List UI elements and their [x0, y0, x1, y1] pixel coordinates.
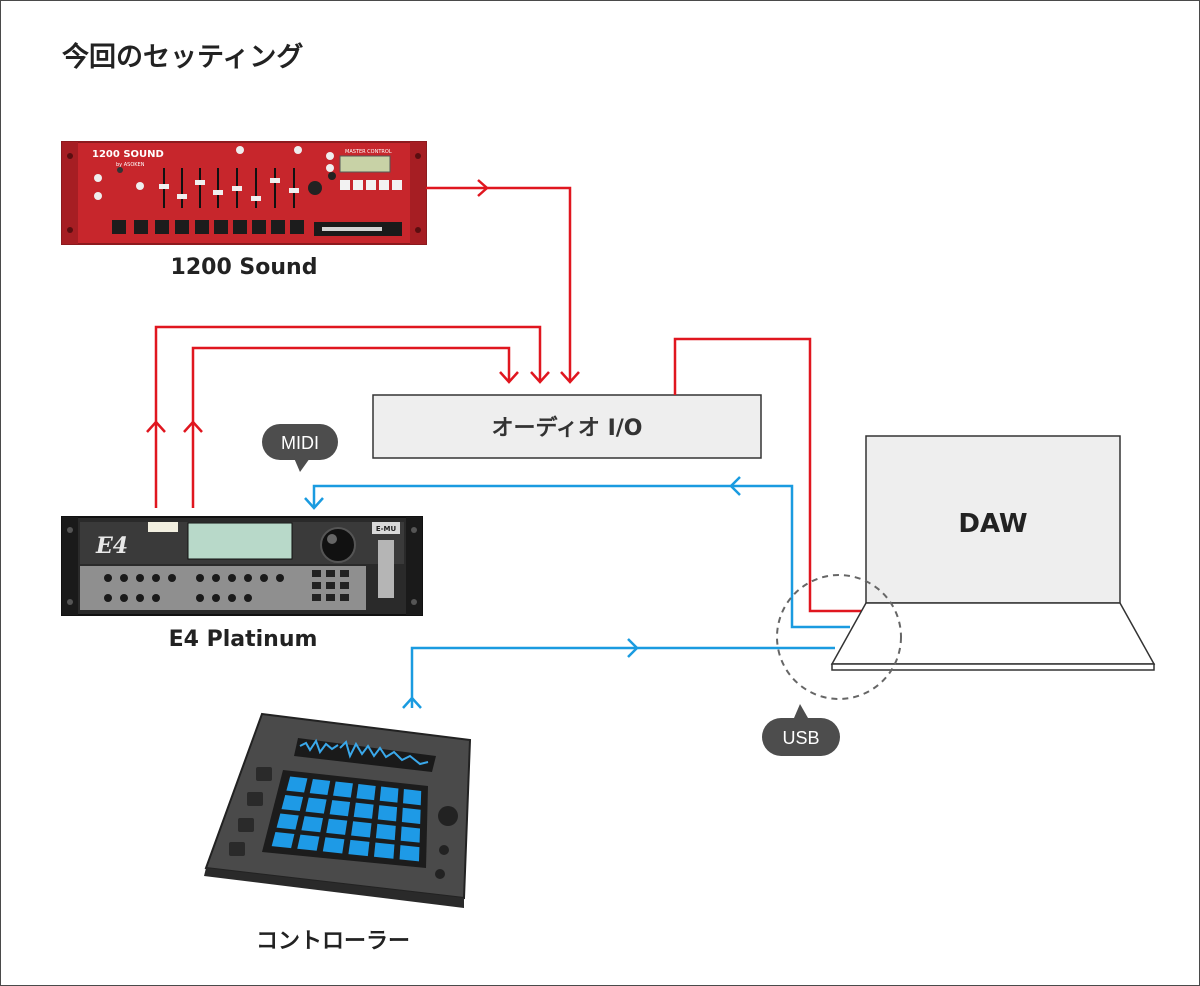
- pad-button: [297, 834, 320, 851]
- pad-button: [329, 800, 351, 817]
- audio-io-box: [372, 394, 762, 459]
- diagram-title: 今回のセッティング: [62, 41, 303, 73]
- usb-callout: USB: [762, 704, 840, 756]
- pad-button: [379, 786, 399, 803]
- pad-button: [353, 802, 374, 819]
- usb-callout-text: USB: [782, 728, 819, 748]
- pad-button: [399, 845, 420, 862]
- pad-button: [348, 839, 370, 857]
- e4-platinum-label: E4 Platinum: [169, 627, 318, 652]
- usb-highlight-circle: [776, 574, 902, 700]
- pad-button: [286, 776, 308, 793]
- pad-button: [400, 826, 421, 843]
- audio-io-label: オーディオ I/O: [491, 415, 642, 441]
- pad-button: [333, 781, 353, 798]
- pad-button: [401, 807, 421, 824]
- controller-device: [204, 712, 472, 908]
- audio-cables: [154, 186, 864, 613]
- e4-platinum-device: E4 E-MU: [61, 516, 423, 616]
- pad-button: [271, 832, 295, 849]
- sampler-brand-subtext: by ASOKEN: [116, 162, 145, 168]
- pad-button: [276, 813, 299, 830]
- midi-callout: MIDI: [262, 424, 338, 472]
- sampler-1200-label: 1200 Sound: [171, 255, 318, 280]
- pad-button: [351, 821, 372, 838]
- pad-button: [373, 842, 395, 859]
- controller-label: コントローラー: [256, 929, 410, 954]
- daw-label: DAW: [958, 509, 1027, 539]
- sampler-brand-text: 1200 SOUND: [92, 149, 164, 160]
- sampler-panel-text: MASTER CONTROL: [345, 149, 392, 155]
- pad-button: [326, 818, 348, 835]
- e4-brand-badge: E-MU: [376, 525, 397, 533]
- sampler-1200-sound-device: 1200 SOUND by ASOKEN: [61, 141, 427, 245]
- midi-usb-cables: [312, 484, 850, 708]
- pad-grid: [262, 770, 428, 868]
- pad-button: [375, 823, 396, 841]
- pad-button: [377, 805, 398, 822]
- pad-button: [322, 837, 345, 854]
- pad-button: [403, 789, 422, 806]
- pad-button: [305, 797, 327, 814]
- pad-button: [281, 795, 304, 812]
- midi-callout-text: MIDI: [281, 433, 319, 453]
- pad-button: [309, 779, 331, 796]
- audio-arrowheads: [146, 179, 580, 433]
- e4-logo: E4: [95, 533, 128, 559]
- laptop-daw: [830, 435, 1156, 671]
- pad-button: [356, 784, 376, 801]
- pad-button: [301, 816, 324, 833]
- midi-arrowheads: [304, 476, 741, 709]
